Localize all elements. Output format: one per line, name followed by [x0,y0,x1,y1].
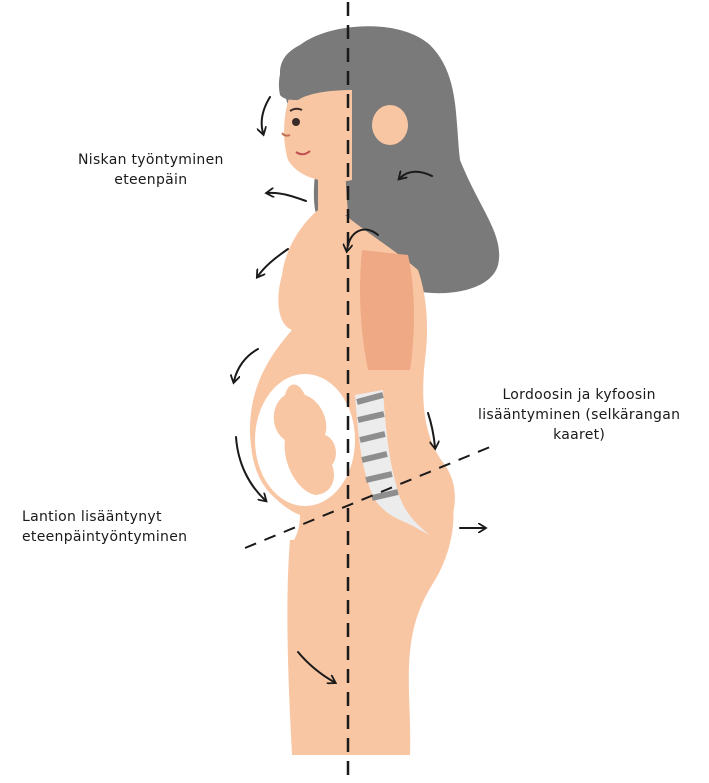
label-neck-forward: Niskan työntyminen eteenpäin [78,150,224,190]
label-pelvis-line-2: eteenpäintyöntyminen [22,527,187,547]
arm [360,250,414,370]
ear [372,105,408,145]
label-spine-line-2: lisääntyminen (selkärangan [478,405,680,425]
leg-front [287,540,345,755]
eye [292,118,300,126]
label-spine-curves: Lordoosin ja kyfoosin lisääntyminen (sel… [478,385,680,445]
label-neck-line-1: Niskan työntyminen [78,150,224,170]
arrow-belly-top-icon [234,349,258,381]
label-pelvis-line-1: Lantion lisääntynyt [22,507,187,527]
label-pelvis-forward: Lantion lisääntynyt eteenpäintyöntyminen [22,507,187,547]
arrow-neck-forward-icon [268,193,306,201]
arrow-head-down-icon [262,97,270,133]
label-spine-line-1: Lordoosin ja kyfoosin [478,385,680,405]
label-spine-line-3: kaaret) [478,425,680,445]
label-neck-line-2: eteenpäin [78,170,224,190]
